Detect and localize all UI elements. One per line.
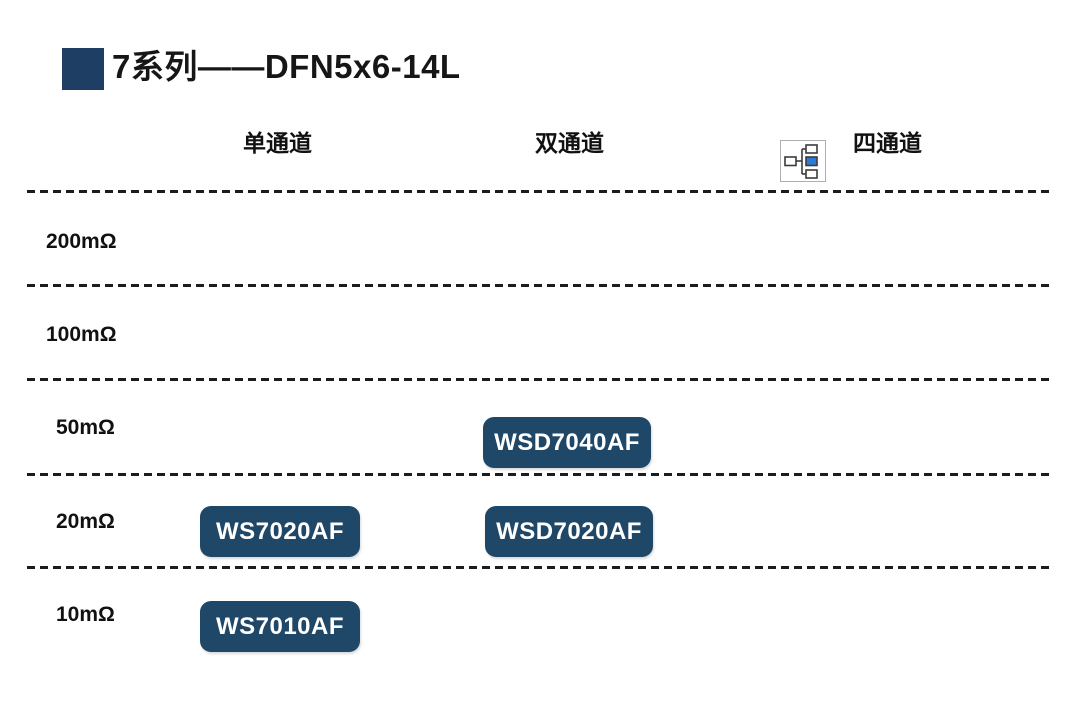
column-header-single-channel: 单通道: [243, 130, 312, 156]
separator-line: [27, 473, 1053, 476]
product-chip-wsd7040af[interactable]: WSD7040AF: [483, 417, 651, 468]
product-chip-ws7010af[interactable]: WS7010AF: [200, 601, 360, 652]
row-label-50mohm: 50mΩ: [56, 416, 115, 439]
title-accent-square: [62, 48, 104, 90]
product-chip-wsd7020af[interactable]: WSD7020AF: [485, 506, 653, 557]
row-label-10mohm: 10mΩ: [56, 603, 115, 626]
column-header-dual-channel: 双通道: [535, 130, 604, 156]
org-chart-icon: [780, 140, 826, 182]
row-label-20mohm: 20mΩ: [56, 510, 115, 533]
separator-line: [27, 284, 1053, 287]
separator-line: [27, 378, 1053, 381]
row-label-100mohm: 100mΩ: [46, 323, 117, 346]
product-chip-ws7020af[interactable]: WS7020AF: [200, 506, 360, 557]
row-label-200mohm: 200mΩ: [46, 230, 117, 253]
column-header-quad-channel: 四通道: [853, 130, 922, 156]
separator-line: [27, 566, 1053, 569]
page-title: 7系列——DFN5x6-14L: [112, 48, 461, 85]
separator-line: [27, 190, 1053, 193]
